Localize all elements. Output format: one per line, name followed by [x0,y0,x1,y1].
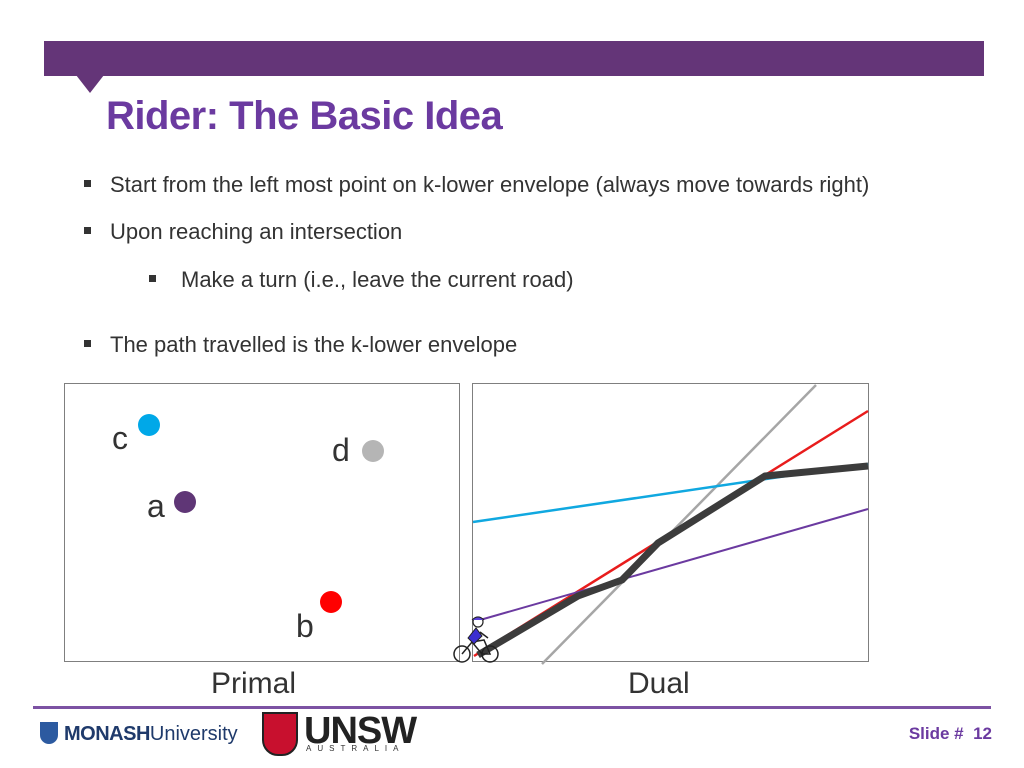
point-a [174,491,196,513]
point-c [138,414,160,436]
bullet-2-text: Upon reaching an intersection [110,219,403,244]
unsw-logo-sub: AUSTRALIA [306,744,405,753]
bicycle-rider-icon [453,616,499,663]
bullet-3-text: The path travelled is the k-lower envelo… [110,332,518,357]
primal-caption: Primal [211,667,297,700]
bullet-2: Upon reaching an intersection [84,219,403,245]
slide-title: Rider: The Basic Idea [106,94,503,138]
bullet-2-sub-1-text: Make a turn (i.e., leave the current roa… [181,267,574,292]
dual-line-gray [541,384,817,665]
footer-divider [33,706,991,709]
primal-panel [64,383,460,662]
dual-panel [472,383,869,662]
dual-line-purple [472,508,869,623]
unsw-crest-icon [262,712,298,756]
point-d [362,440,384,462]
monash-logo: MONASHUniversity [40,722,238,746]
bullet-1-text: Start from the left most point on k-lowe… [110,172,870,197]
bullet-2-sub-1: Make a turn (i.e., leave the current roa… [149,267,574,293]
bullet-marker [84,180,91,187]
point-d-label: d [332,432,350,468]
slide-number: Slide # 12 [908,724,992,743]
bullet-3: The path travelled is the k-lower envelo… [84,332,518,358]
bullet-marker [84,227,91,234]
header-banner-notch [76,75,104,93]
bullet-marker [149,275,156,282]
k-lower-envelope [476,462,869,659]
unsw-logo: UNSW [304,710,417,752]
monash-crest-icon [40,722,58,744]
point-c-label: c [112,420,128,456]
bullet-1: Start from the left most point on k-lowe… [84,172,870,198]
header-banner [44,41,984,76]
point-b-label: b [296,608,314,644]
point-b [320,591,342,613]
bullet-marker [84,340,91,347]
dual-caption: Dual [628,667,690,700]
point-a-label: a [147,488,165,524]
